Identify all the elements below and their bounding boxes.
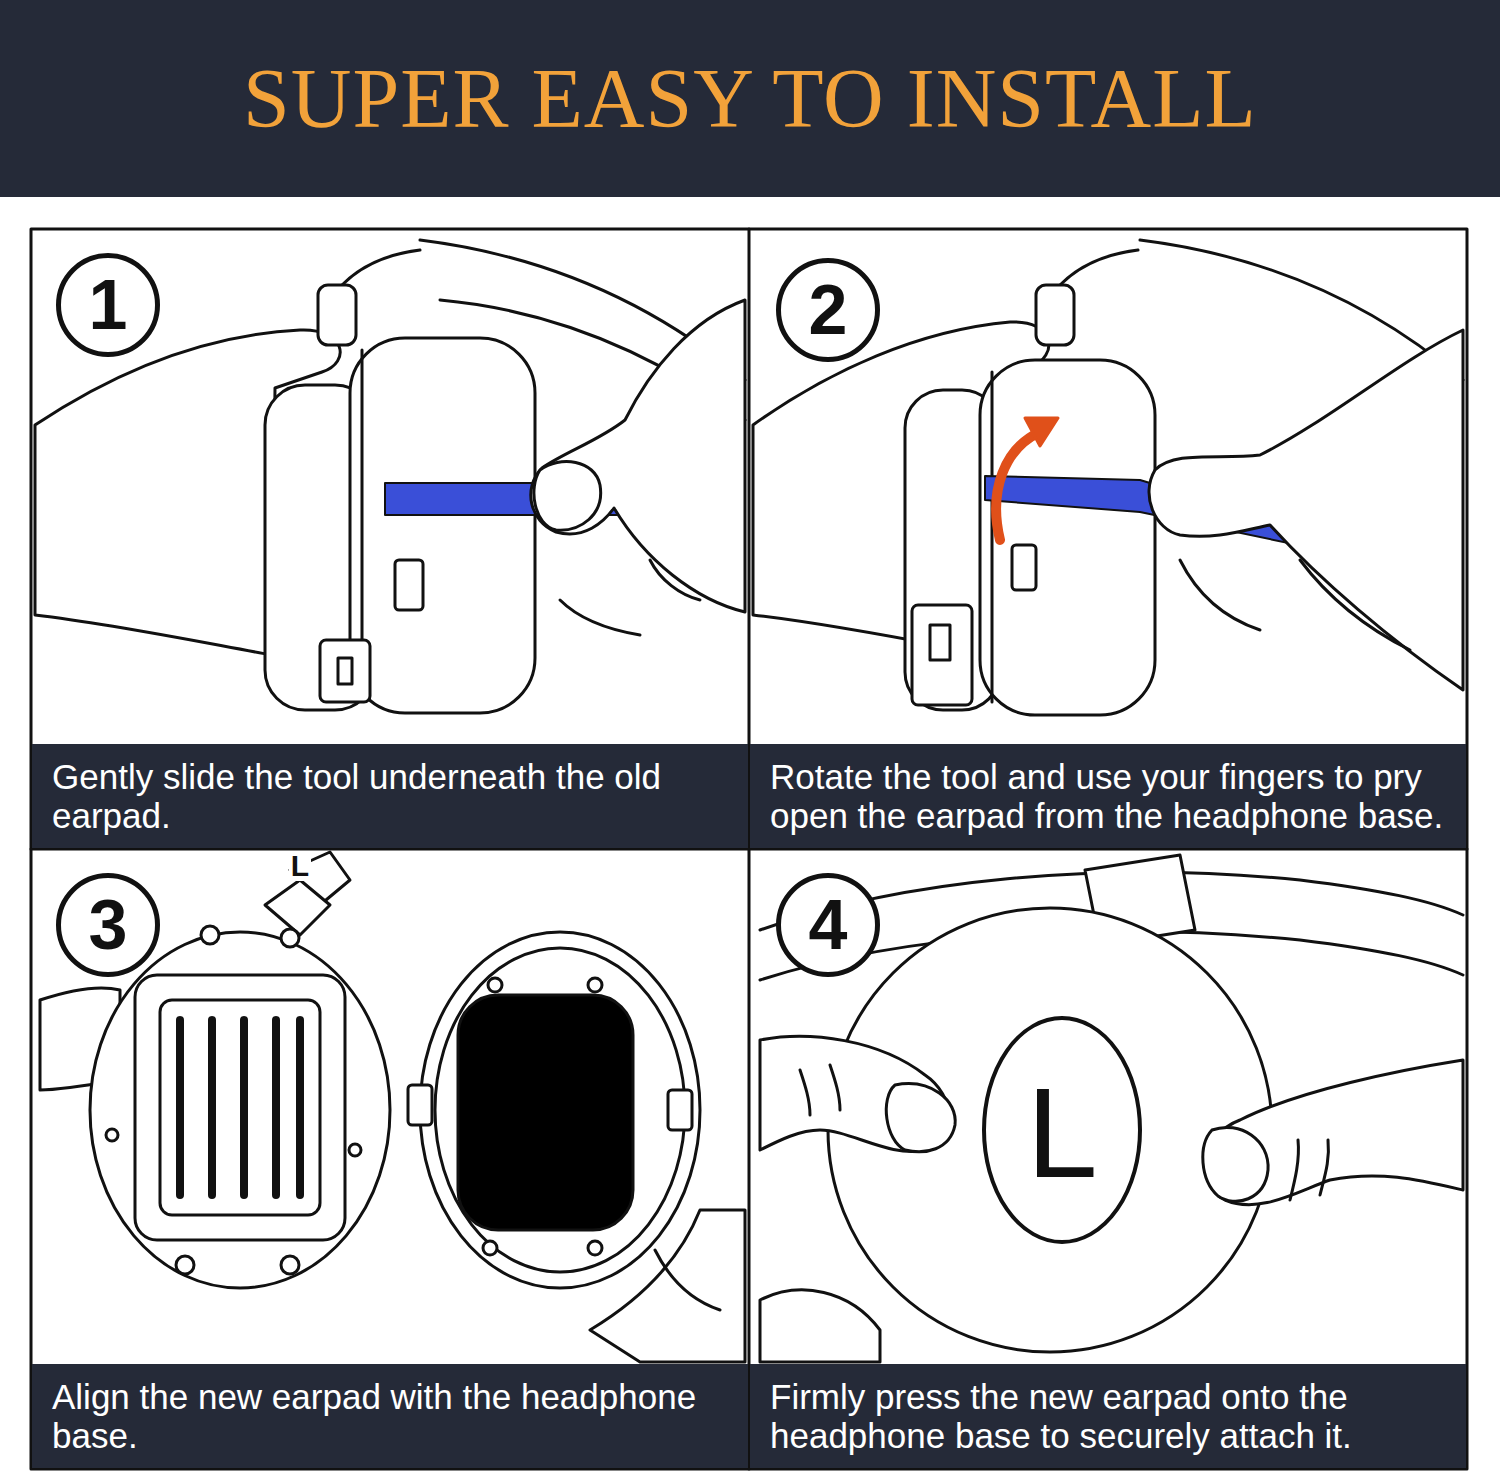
step-number: 2 [776, 258, 880, 362]
step-caption: Firmly press the new earpad onto the hea… [750, 1364, 1466, 1468]
side-marker: L [289, 851, 311, 881]
title-box: SUPER EASY TO INSTALL [0, 0, 1500, 197]
callout-number: 2 [809, 275, 848, 345]
callout-number: 1 [89, 270, 128, 340]
caption-text: Rotate the tool and use your fingers to … [770, 757, 1448, 835]
title-text: SUPER EASY TO INSTALL [243, 50, 1257, 147]
step-number: 4 [776, 873, 880, 977]
step-caption: Gently slide the tool underneath the old… [32, 744, 748, 848]
step-number: 3 [56, 873, 160, 977]
step-caption: Align the new earpad with the headphone … [32, 1364, 748, 1468]
caption-text: Gently slide the tool underneath the old… [52, 757, 730, 835]
step-number: 1 [56, 253, 160, 357]
callout-number: 3 [89, 890, 128, 960]
caption-text: Align the new earpad with the headphone … [52, 1377, 730, 1455]
caption-text: Firmly press the new earpad onto the hea… [770, 1377, 1448, 1455]
step-caption: Rotate the tool and use your fingers to … [750, 744, 1466, 848]
callout-number: 4 [809, 890, 848, 960]
side-marker: L [1024, 1069, 1099, 1197]
